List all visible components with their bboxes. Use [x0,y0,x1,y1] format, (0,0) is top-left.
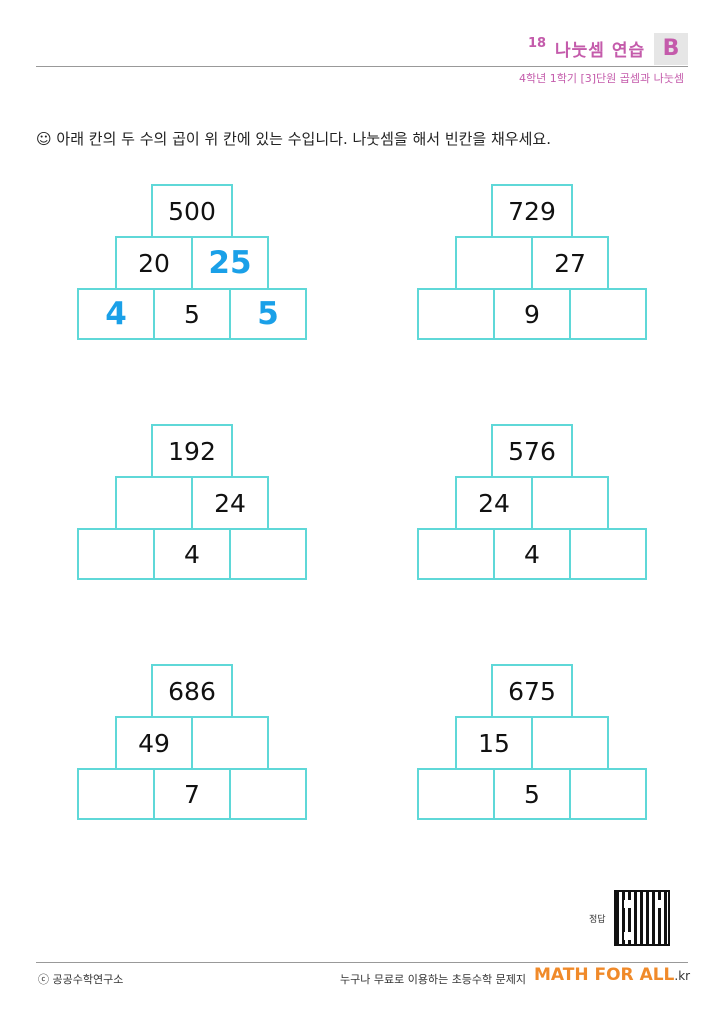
cell-bottom-right[interactable] [229,768,307,820]
cell-bottom-left[interactable] [417,288,495,340]
cell-top: 192 [151,424,233,478]
cell-bottom-right[interactable] [229,528,307,580]
page-title: 나눗셈 연습 [555,41,646,61]
cell-middle-right[interactable] [531,476,609,530]
cell-bottom-left[interactable] [77,528,155,580]
cell-bottom-left[interactable]: 4 [77,288,155,340]
cell-middle-right[interactable]: 25 [191,236,269,290]
cell-middle-left[interactable]: 15 [455,716,533,770]
cell-middle-left[interactable] [455,236,533,290]
cell-middle-right[interactable]: 27 [531,236,609,290]
copyright: ⓒ 공공수학연구소 [38,973,124,986]
cell-bottom-middle[interactable]: 9 [493,288,571,340]
cell-top: 729 [491,184,573,238]
cell-middle-right[interactable]: 24 [191,476,269,530]
cell-middle-left[interactable] [115,476,193,530]
brand-domain: .kr [674,969,691,983]
cell-top: 576 [491,424,573,478]
cell-bottom-middle[interactable]: 5 [493,768,571,820]
cell-bottom-right[interactable] [569,528,647,580]
cell-bottom-right[interactable] [569,768,647,820]
brand-name: MATH FOR ALL [534,965,675,985]
header-divider [36,66,688,67]
pyramid-problem-5: 686 49 7 [77,664,309,820]
cell-bottom-middle[interactable]: 5 [153,288,231,340]
cell-bottom-right[interactable] [569,288,647,340]
pyramid-problem-1: 500 20 25 4 5 5 [77,184,309,340]
cell-middle-left[interactable]: 20 [115,236,193,290]
cell-middle-right[interactable] [191,716,269,770]
cell-bottom-right[interactable]: 5 [229,288,307,340]
level-badge: B [654,33,688,65]
cell-bottom-middle[interactable]: 4 [153,528,231,580]
cell-top: 500 [151,184,233,238]
cell-bottom-middle[interactable]: 7 [153,768,231,820]
cell-top: 675 [491,664,573,718]
answer-qr-code[interactable] [614,890,670,946]
pyramid-problem-4: 576 24 4 [417,424,649,580]
pyramid-problem-6: 675 15 5 [417,664,649,820]
cell-bottom-middle[interactable]: 4 [493,528,571,580]
pyramid-problem-3: 192 24 4 [77,424,309,580]
footer-divider [36,962,688,963]
answer-label: 정답 [589,915,606,925]
instruction-text: ☺ 아래 칸의 두 수의 곱이 위 칸에 있는 수입니다. 나눗셈을 해서 빈칸… [36,130,551,148]
cell-bottom-left[interactable] [77,768,155,820]
cell-middle-left[interactable]: 49 [115,716,193,770]
cell-bottom-left[interactable] [417,768,495,820]
cell-middle-left[interactable]: 24 [455,476,533,530]
cell-top: 686 [151,664,233,718]
unit-subtitle: 4학년 1학기 [3]단원 곱셈과 나눗셈 [518,72,684,85]
pyramid-problem-2: 729 27 9 [417,184,649,340]
header-number: 18 [528,36,547,51]
footer-tagline: 누구나 무료로 이용하는 초등수학 문제지 [340,973,527,986]
cell-bottom-left[interactable] [417,528,495,580]
brand-logo: MATH FOR ALL.kr [534,965,690,985]
cell-middle-right[interactable] [531,716,609,770]
